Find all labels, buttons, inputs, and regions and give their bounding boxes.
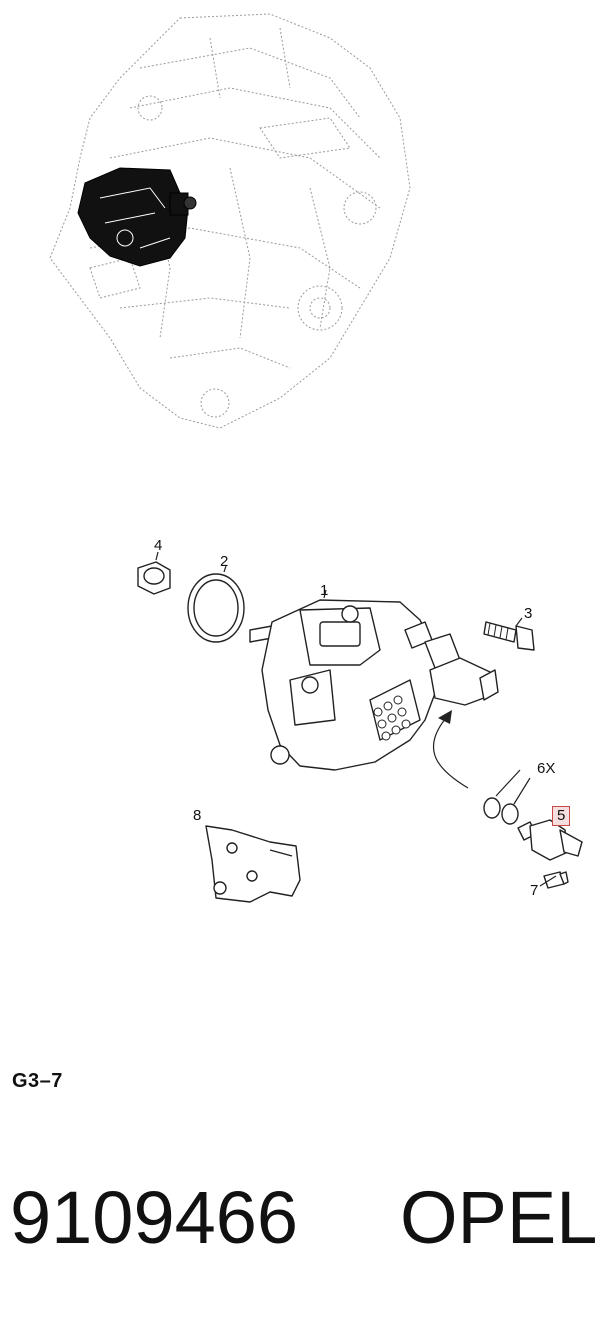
callout-2: 2: [220, 553, 229, 570]
part-5-regulator-valve: [517, 819, 583, 861]
callout-6x: 6X: [537, 760, 556, 777]
part-1-pump: [249, 599, 499, 771]
exploded-parts-illustration: [137, 551, 583, 903]
callout-4: 4: [154, 537, 163, 554]
brand-name: OPEL: [400, 1176, 598, 1259]
callout-3: 3: [524, 605, 533, 622]
callout-7: 7: [530, 882, 539, 899]
part-3-bolt: [483, 621, 535, 651]
callout-8: 8: [193, 807, 202, 824]
engine-overview-illustration: [49, 13, 411, 429]
part-number: 9109466: [10, 1176, 299, 1259]
callout-5-highlighted[interactable]: 5: [552, 806, 571, 826]
callout-1: 1: [320, 582, 329, 599]
part-8-bracket: [205, 825, 301, 903]
part-2-seal-ring: [187, 573, 245, 643]
part-6-orings: [483, 797, 519, 825]
section-code: G3–7: [12, 1070, 63, 1092]
part-7-screw: [543, 871, 569, 889]
part-4-nut: [137, 561, 171, 595]
